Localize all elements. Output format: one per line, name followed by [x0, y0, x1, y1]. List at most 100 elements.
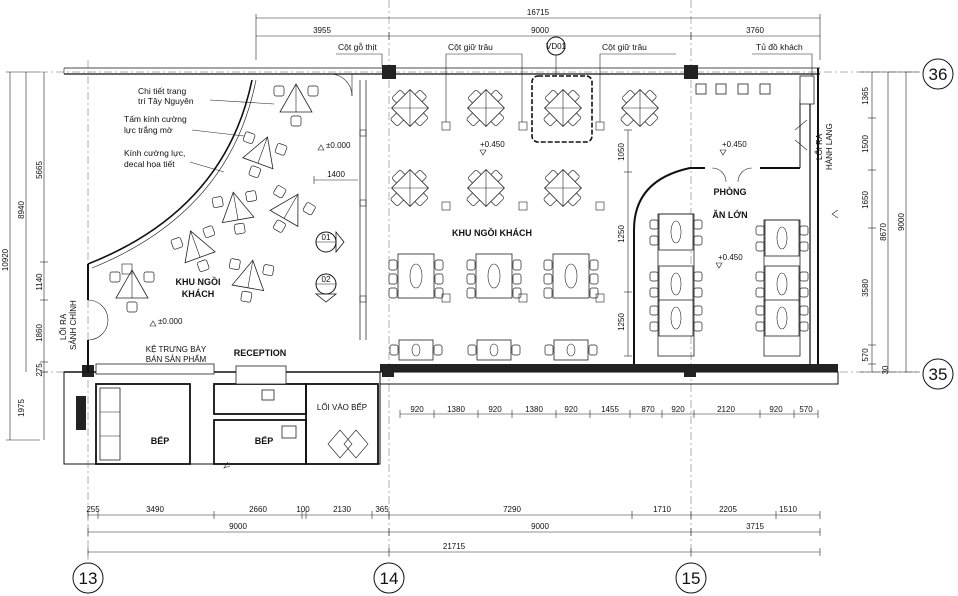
interior-dimensions: 920 1380 920 1380 920 1455 870 920 2120 … [399, 405, 819, 418]
svg-text:100: 100 [296, 505, 310, 514]
annotation-cot-giu-trau-1: Cột giữ trâu [445, 42, 523, 122]
diamond-table [620, 89, 659, 127]
grid-bubble-36: 36 [922, 58, 954, 90]
top-dimensions: 16715 3955 9000 3760 [255, 8, 821, 60]
svg-text:8670: 8670 [879, 223, 888, 241]
svg-text:1250: 1250 [617, 313, 626, 331]
label-ke-trung-bay-1: KỆ TRƯNG BÀY [146, 345, 207, 354]
svg-text:+0.450: +0.450 [718, 253, 743, 262]
diamond-table-group [390, 89, 659, 207]
diamond-table [543, 89, 582, 127]
grid-bubble-13: 13 [72, 562, 104, 594]
grid-bubble-14: 14 [373, 562, 405, 594]
svg-text:1400: 1400 [327, 170, 345, 179]
svg-text:Tấm kính cường: Tấm kính cường [124, 114, 187, 124]
small-rect-table [467, 339, 521, 361]
level-000-b: ±0.000 [149, 317, 183, 327]
room-label-bep-1: BẾP [151, 436, 170, 446]
svg-text:14: 14 [380, 569, 399, 588]
svg-text:2660: 2660 [249, 505, 267, 514]
svg-text:1455: 1455 [601, 405, 619, 414]
section-marker-02: 02 [314, 273, 338, 303]
vd01-highlight [531, 75, 593, 143]
svg-text:02: 02 [322, 275, 331, 284]
svg-text:9000: 9000 [531, 522, 549, 531]
svg-text:920: 920 [564, 405, 578, 414]
room-label-reception: RECEPTION [234, 348, 287, 358]
bottom-dimensions: 255 3490 2660 100 2130 365 7290 1710 220… [86, 505, 821, 556]
column-markers [359, 121, 605, 303]
svg-text:3760: 3760 [746, 26, 764, 35]
annotation-tam-kinh: Tấm kính cường lực trắng mờ [124, 114, 245, 137]
triangle-table [273, 83, 319, 127]
svg-text:8940: 8940 [17, 201, 26, 219]
left-dimensions: 10920 8940 5665 1140 1860 275 1975 [1, 71, 48, 441]
svg-text:365: 365 [375, 505, 389, 514]
svg-text:35: 35 [929, 365, 948, 384]
small-rect-table [544, 339, 598, 361]
diamond-table [543, 169, 582, 207]
annotation-tu-do-khach: Tủ đồ khách [752, 42, 813, 76]
svg-text:870: 870 [641, 405, 655, 414]
svg-text:255: 255 [86, 505, 100, 514]
level-450-b: +0.450 [719, 140, 747, 156]
svg-text:+0.450: +0.450 [722, 140, 747, 149]
svg-text:1380: 1380 [525, 405, 543, 414]
svg-text:30: 30 [881, 365, 890, 374]
label-loi-ra-sanh-1: LỐI RA [58, 313, 68, 340]
svg-text:Chi tiết trang: Chi tiết trang [138, 86, 186, 96]
svg-text:3580: 3580 [861, 279, 870, 297]
svg-text:920: 920 [488, 405, 502, 414]
small-rect-table [389, 339, 443, 361]
svg-text:Kính cường lực,: Kính cường lực, [124, 148, 185, 158]
svg-text:1510: 1510 [779, 505, 797, 514]
triangle-table [228, 258, 275, 303]
svg-text:2120: 2120 [717, 405, 735, 414]
room-label-bep-2: BẾP [255, 436, 274, 446]
svg-text:570: 570 [861, 348, 870, 362]
svg-text:3490: 3490 [146, 505, 164, 514]
annotation-cot-giu-trau-2: Cột giữ trâu [599, 42, 676, 122]
guest-lockers [695, 75, 815, 105]
room-label-khu-ngoi-left-2: KHÁCH [182, 289, 215, 299]
private-table [649, 213, 703, 251]
vd01-label: VD01 [546, 42, 567, 51]
walls [63, 65, 839, 385]
triangle-table [269, 185, 316, 233]
rect-table [543, 253, 599, 299]
diamond-table [466, 169, 505, 207]
dim-1400: 1400 [313, 170, 358, 184]
svg-text:Cột giữ trâu: Cột giữ trâu [602, 42, 647, 52]
svg-text:275: 275 [35, 363, 44, 377]
vertical-interior-dimensions: 1050 1250 1250 [617, 129, 632, 357]
private-table [755, 265, 809, 303]
triangle-table-group [109, 83, 319, 313]
diamond-table [466, 89, 505, 127]
level-450-a: +0.450 [479, 140, 505, 156]
triangle-table [109, 269, 155, 313]
svg-text:1860: 1860 [35, 324, 44, 342]
kitchen-area [63, 363, 381, 469]
svg-text:3955: 3955 [313, 26, 331, 35]
label-ke-trung-bay-2: BÁN SẢN PHẨM [146, 355, 207, 364]
rect-table-group [388, 253, 599, 361]
grid-bubble-15: 15 [675, 562, 707, 594]
private-dining-tables [649, 213, 809, 357]
room-label-khu-ngoi-left-1: KHU NGỒI [176, 276, 221, 287]
svg-text:1975: 1975 [17, 399, 26, 417]
room-label-phong-an-lon-1: PHÒNG [713, 186, 746, 197]
svg-text:Cột gỗ thịt: Cột gỗ thịt [338, 42, 377, 52]
level-450-c: +0.450 [715, 253, 743, 269]
triangle-table [211, 190, 258, 235]
triangle-table [170, 225, 216, 272]
svg-text:570: 570 [799, 405, 813, 414]
label-loi-ra-sanh-2: SẢNH CHÍNH [69, 300, 78, 350]
svg-text:lực trắng mờ: lực trắng mờ [124, 125, 173, 135]
private-table [755, 219, 809, 257]
svg-text:1500: 1500 [861, 135, 870, 153]
svg-text:±0.000: ±0.000 [158, 317, 183, 326]
svg-text:16715: 16715 [527, 8, 550, 17]
rect-table [388, 253, 444, 299]
label-loi-ra-hanh-lang-2: HÀNH LANG [825, 123, 834, 170]
